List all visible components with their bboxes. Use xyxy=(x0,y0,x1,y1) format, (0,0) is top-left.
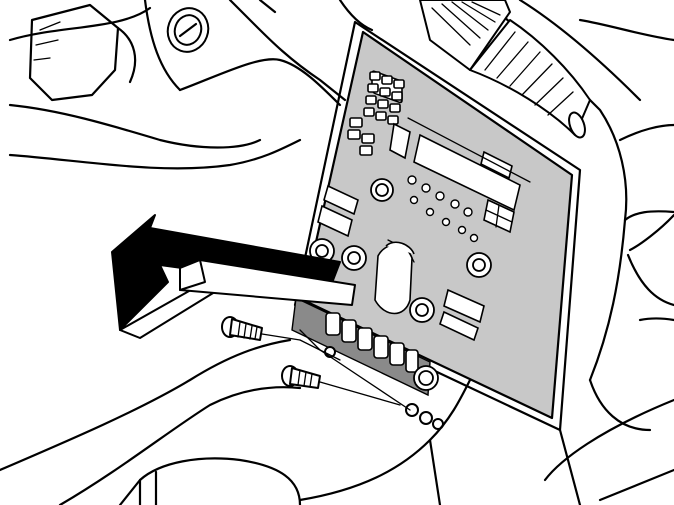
steering-wheel xyxy=(8,0,342,170)
lower-console xyxy=(0,338,674,505)
screw-lower xyxy=(281,365,401,406)
radio-display xyxy=(389,117,531,212)
air-vent xyxy=(419,0,591,139)
lower-controls xyxy=(309,238,492,342)
rear-connectors xyxy=(299,329,444,430)
screw-upper xyxy=(221,316,341,361)
pull-out-arrow xyxy=(111,214,356,339)
ignition-lock xyxy=(166,7,210,53)
control-buttons xyxy=(317,175,515,243)
bottom-button-row xyxy=(291,296,439,397)
keypad xyxy=(347,70,405,156)
